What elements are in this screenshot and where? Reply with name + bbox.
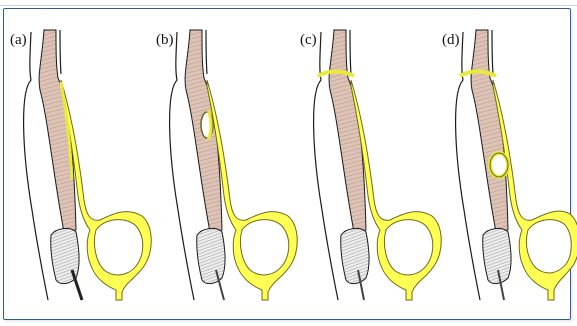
panel-a: (a) (10, 30, 151, 300)
panel-c: (c) (300, 30, 441, 300)
panel-label-a: (a) (10, 32, 27, 48)
panel-label-b: (b) (156, 32, 174, 48)
panel-label-d: (d) (442, 32, 460, 48)
panel-b: (b) (156, 30, 297, 300)
panel-label-c: (c) (300, 32, 317, 48)
panel-d: (d) (442, 30, 577, 300)
